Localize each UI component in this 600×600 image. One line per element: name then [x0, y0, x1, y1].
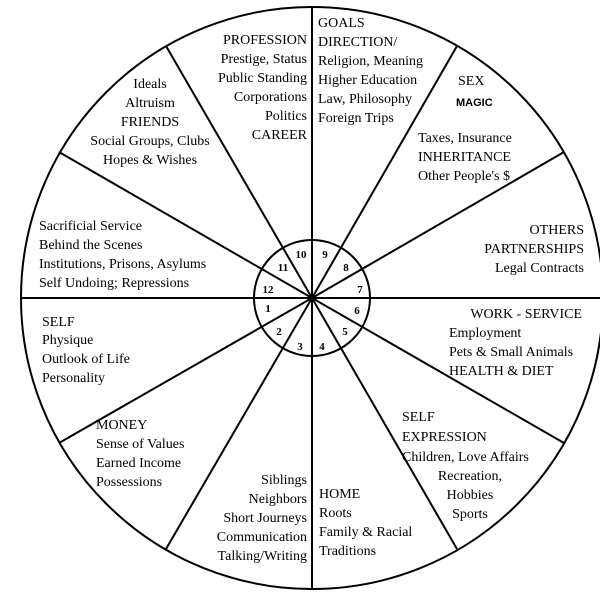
house-number-5: 5	[342, 326, 348, 338]
house-12-line-4: Self Undoing; Repressions	[39, 276, 189, 291]
house-10-line-2: Prestige, Status	[221, 52, 307, 67]
house-2-line-4: Possessions	[96, 475, 162, 490]
cusp-line-3-2	[165, 297, 313, 550]
house-5-line-2: EXPRESSION	[402, 430, 487, 445]
house-6-line-4: HEALTH & DIET	[449, 364, 554, 379]
house-3-line-5: Talking/Writing	[218, 549, 307, 564]
house-9-line-1: GOALS	[318, 16, 365, 31]
cusp-line-11-10	[165, 45, 313, 299]
house-9-line-5: Law, Philosophy	[318, 92, 412, 107]
house-7-line-3: Legal Contracts	[495, 261, 584, 276]
house-11-line-4: Social Groups, Clubs	[90, 134, 209, 149]
house-10-line-5: Politics	[265, 109, 307, 124]
house-3-line-2: Neighbors	[249, 492, 307, 507]
house-7-line-1: OTHERS	[530, 223, 584, 238]
house-12-line-1: Sacrificial Service	[39, 219, 142, 234]
house-10-line-4: Corporations	[234, 90, 307, 105]
house-number-11: 11	[278, 262, 288, 274]
house-number-4: 4	[319, 341, 325, 353]
cusp-line-9-8	[311, 45, 458, 299]
house-4-line-2: Roots	[319, 506, 352, 521]
house-number-3: 3	[297, 341, 303, 353]
inner-number-ring	[253, 239, 371, 357]
house-5-line-6: Sports	[452, 507, 488, 522]
house-5-line-5: Hobbies	[447, 488, 494, 503]
house-4-line-3: Family & Racial	[319, 525, 412, 540]
house-6-line-1: WORK - SERVICE	[470, 307, 582, 322]
house-8-line-3: Taxes, Insurance	[418, 131, 512, 146]
house-5-line-4: Recreation,	[438, 469, 502, 484]
house-3-line-3: Short Journeys	[223, 511, 307, 526]
house-1-line-1: SELF	[42, 315, 75, 330]
house-2-line-1: MONEY	[96, 418, 147, 433]
house-9-line-6: Foreign Trips	[318, 111, 394, 126]
house-6-line-3: Pets & Small Animals	[449, 345, 573, 360]
house-9-line-3: Religion, Meaning	[318, 54, 423, 69]
house-11-line-5: Hopes & Wishes	[103, 153, 197, 168]
house-8-line-2: MAGIC	[456, 97, 493, 109]
cusp-line-6-5	[311, 297, 565, 444]
house-number-12: 12	[263, 284, 275, 296]
house-number-7: 7	[357, 284, 363, 296]
house-6-line-2: Employment	[449, 326, 521, 341]
house-2-line-2: Sense of Values	[96, 437, 184, 452]
house-number-1: 1	[265, 303, 271, 315]
house-10-line-3: Public Standing	[218, 71, 307, 86]
cusp-line-12-11	[58, 151, 313, 299]
house-9-line-4: Higher Education	[318, 73, 417, 88]
house-1-line-4: Personality	[42, 371, 105, 386]
house-2-line-3: Earned Income	[96, 456, 181, 471]
house-1-line-2: Physique	[42, 333, 93, 348]
house-number-9: 9	[322, 249, 328, 261]
house-7-line-2: PARTNERSHIPS	[484, 242, 584, 257]
house-8-line-5: Other People's $	[418, 169, 510, 184]
cusp-line-5-4	[311, 297, 458, 550]
house-8-line-4: INHERITANCE	[418, 150, 511, 165]
house-10-line-6: CAREER	[252, 128, 308, 143]
house-number-10: 10	[296, 249, 308, 261]
cusp-line-8-7	[311, 151, 565, 299]
house-5-line-1: SELF	[402, 410, 435, 425]
house-8-line-1: SEX	[458, 74, 484, 89]
cusp-line-2-1	[58, 297, 313, 444]
house-4-line-4: Traditions	[319, 544, 376, 559]
house-3-line-1: Siblings	[261, 473, 307, 488]
house-11-line-3: FRIENDS	[121, 115, 179, 130]
house-number-2: 2	[276, 326, 282, 338]
house-11-line-1: Ideals	[133, 77, 166, 92]
house-number-8: 8	[343, 262, 349, 274]
house-5-line-3: Children, Love Affairs	[402, 450, 529, 465]
house-12-line-3: Institutions, Prisons, Asylums	[39, 257, 206, 272]
house-number-6: 6	[354, 305, 360, 317]
house-10-line-1: PROFESSION	[223, 33, 307, 48]
house-3-line-4: Communication	[217, 530, 307, 545]
house-4-line-1: HOME	[319, 487, 360, 502]
house-12-line-2: Behind the Scenes	[39, 238, 142, 253]
house-11-line-2: Altruism	[125, 96, 175, 111]
house-1-line-3: Outlook of Life	[42, 352, 130, 367]
house-9-line-2: DIRECTION/	[318, 35, 397, 50]
